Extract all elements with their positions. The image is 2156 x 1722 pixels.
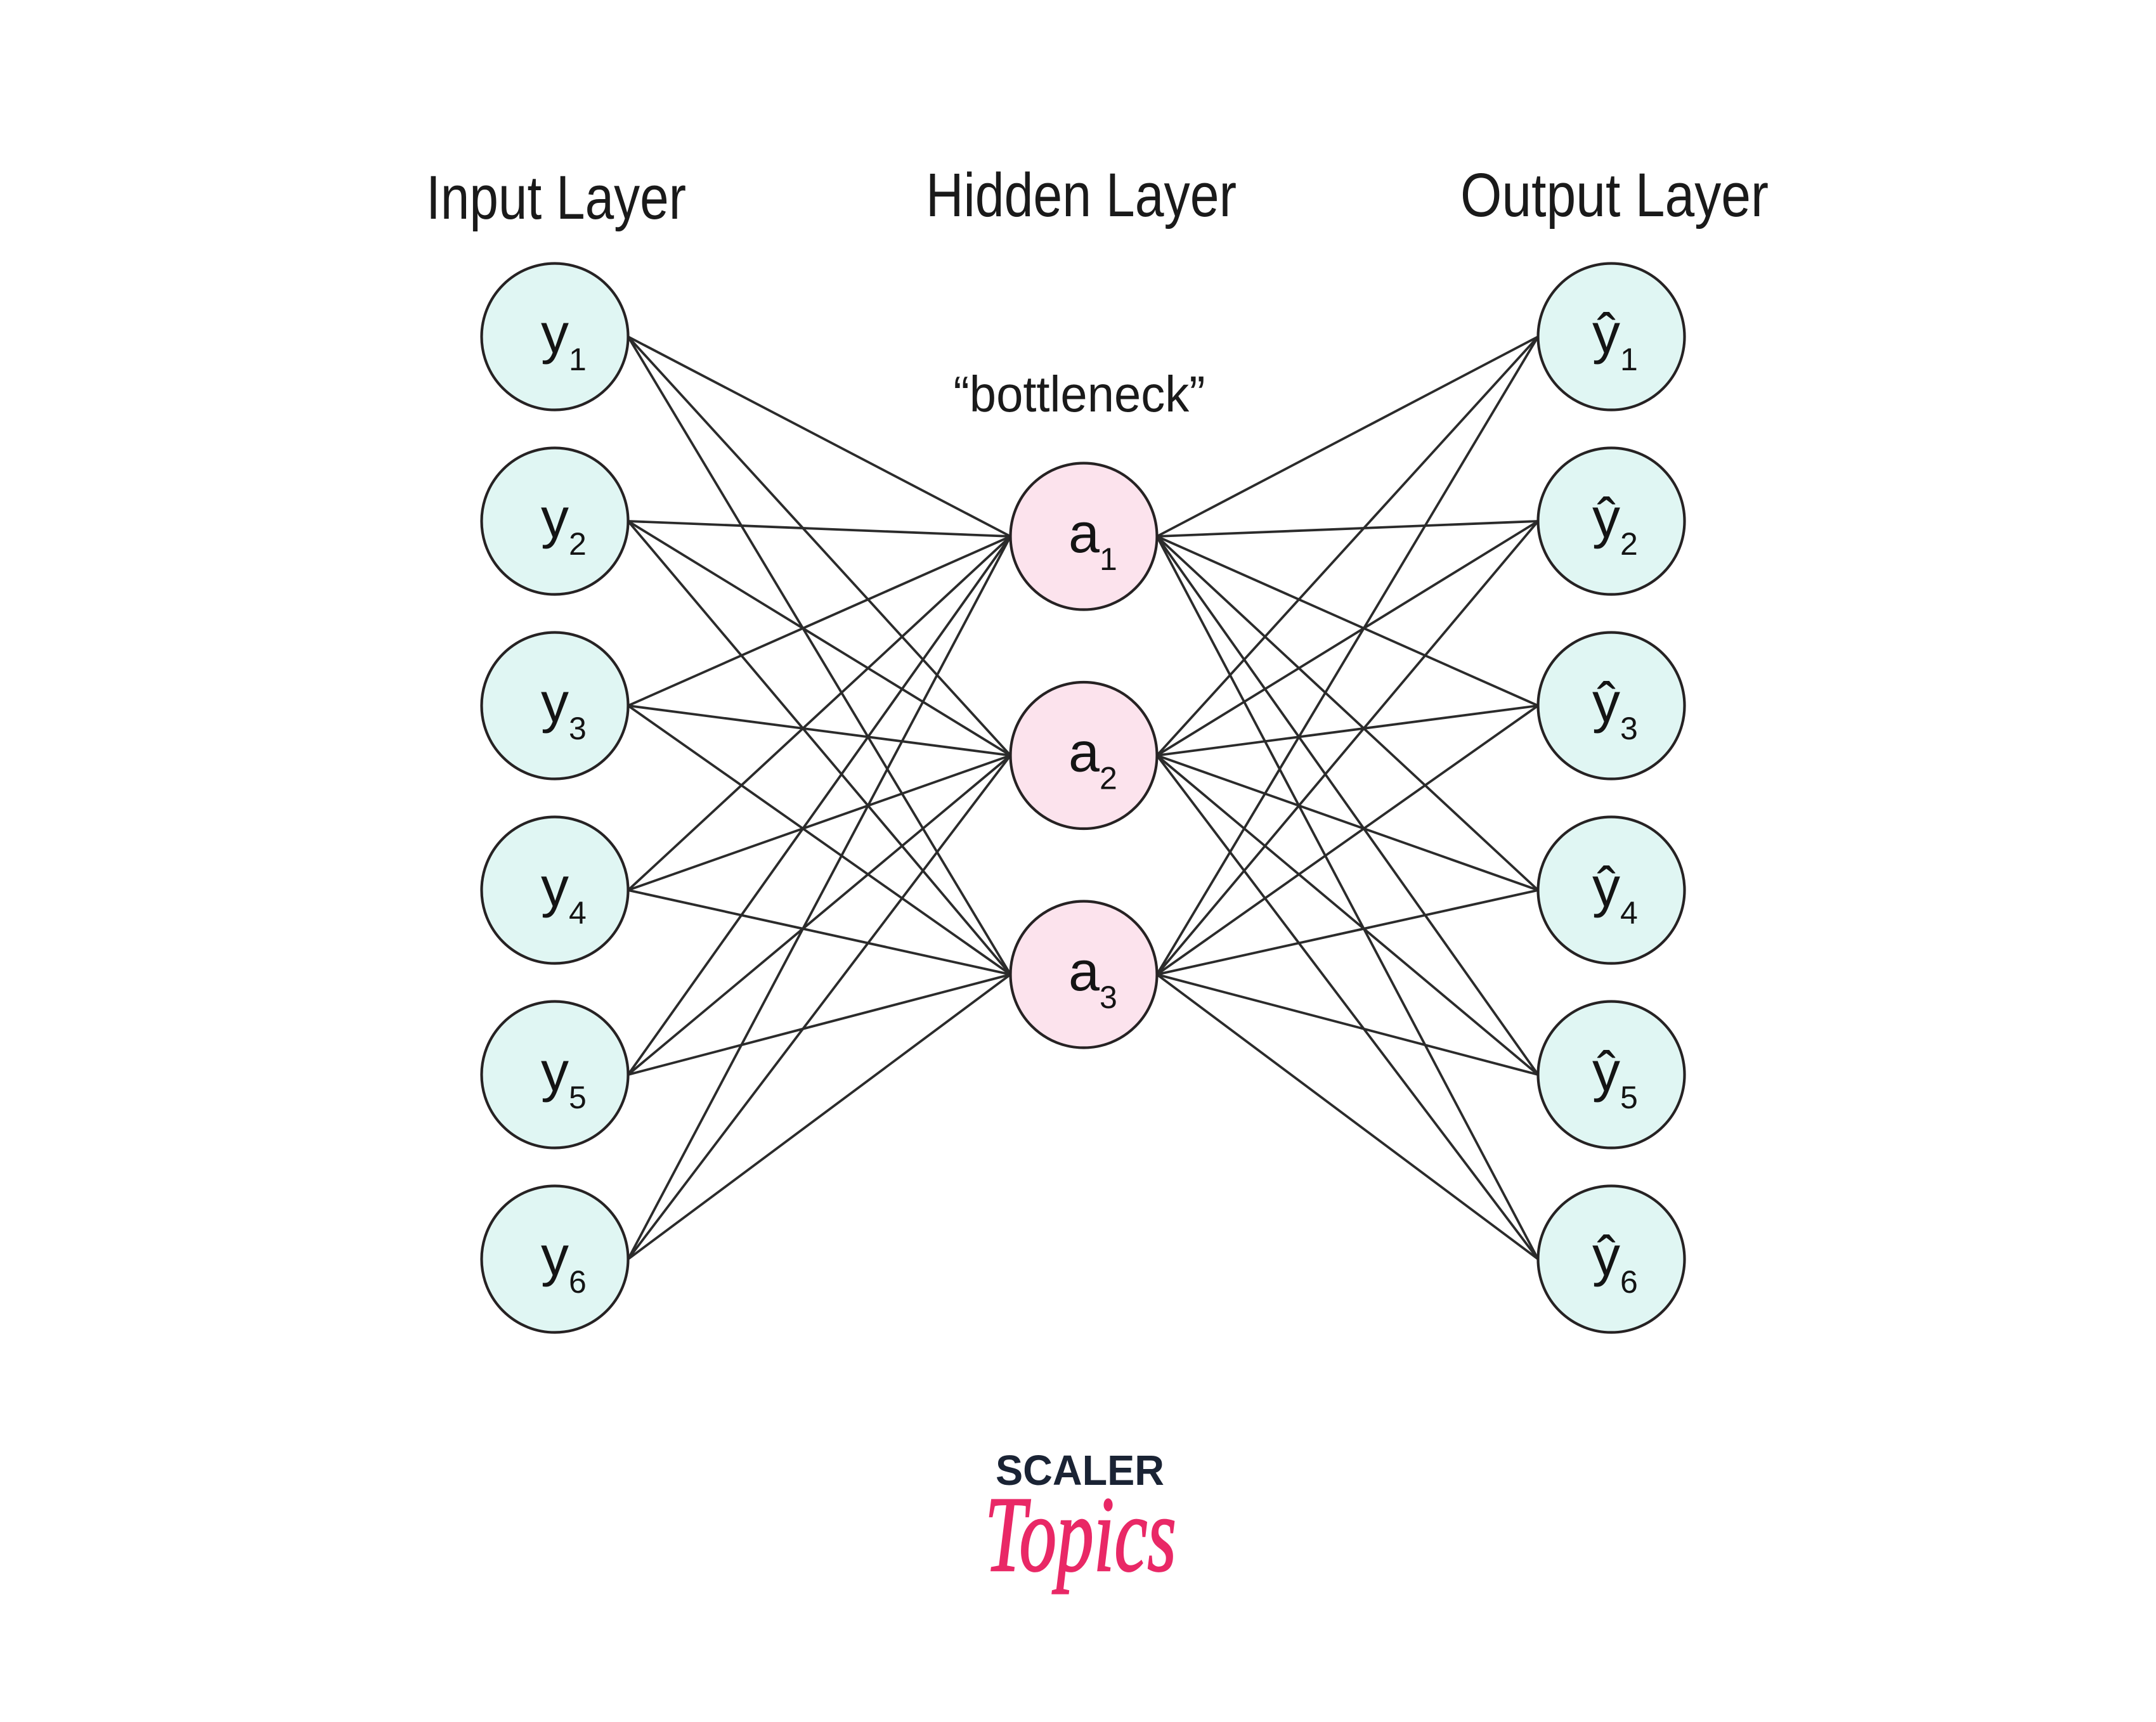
svg-text:Output Layer: Output Layer (1460, 160, 1769, 230)
svg-text:SCALER: SCALER (996, 1447, 1164, 1494)
svg-text:Topics: Topics (985, 1475, 1176, 1594)
svg-text:Hidden Layer: Hidden Layer (926, 160, 1237, 230)
svg-text:Input Layer: Input Layer (426, 163, 686, 232)
svg-text:“bottleneck”: “bottleneck” (954, 366, 1205, 422)
